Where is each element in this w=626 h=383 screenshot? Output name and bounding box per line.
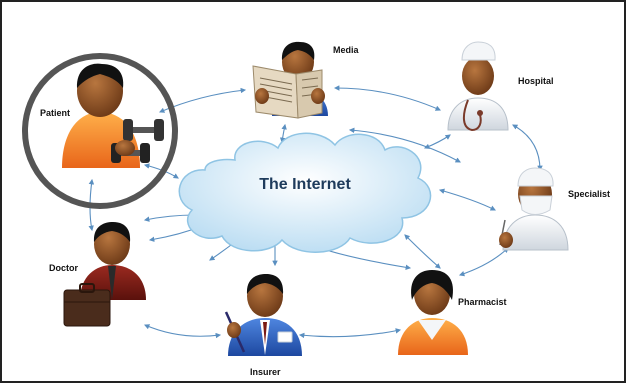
arrow-cloud-pharmacist bbox=[404, 234, 441, 269]
doctor-label: Doctor bbox=[49, 263, 78, 273]
insurer-figure bbox=[224, 274, 302, 356]
insurer-label: Insurer bbox=[250, 367, 281, 377]
patient-highlight-ring bbox=[22, 53, 178, 209]
cloud-label: The Internet bbox=[259, 176, 351, 193]
arrow-cloud-hospital bbox=[423, 134, 451, 149]
patient-label: Patient bbox=[40, 108, 71, 118]
arrow-patient-media bbox=[158, 87, 247, 113]
arrow-cloud-hospital-top bbox=[348, 127, 461, 163]
hospital-figure bbox=[447, 41, 509, 132]
surgical-mask-icon bbox=[519, 195, 553, 215]
specialist-label: Specialist bbox=[568, 189, 611, 199]
arrow-insurer-doctor bbox=[143, 324, 222, 339]
stethoscope-icon bbox=[462, 99, 483, 132]
arrow-media-hospital bbox=[333, 85, 442, 111]
doctor-figure bbox=[63, 222, 146, 327]
media-figure bbox=[252, 41, 328, 119]
arrow-cloud-specialist bbox=[438, 188, 496, 211]
pharmacist-label: Pharmacist bbox=[458, 297, 507, 307]
arrow-specialist-pharmacist bbox=[458, 247, 509, 277]
hospital-label: Hospital bbox=[518, 76, 554, 86]
internet-cloud bbox=[178, 132, 432, 253]
pharmacist-figure bbox=[398, 270, 468, 355]
specialist-figure bbox=[499, 167, 569, 251]
badge-icon bbox=[277, 331, 293, 343]
arrow-hospital-specialist bbox=[512, 124, 543, 172]
frame-left-border bbox=[0, 0, 2, 383]
media-label: Media bbox=[333, 45, 359, 55]
arrow-pharmacist-insurer bbox=[298, 328, 402, 339]
frame-top-border bbox=[0, 0, 626, 2]
frame-right-border bbox=[624, 0, 626, 383]
frame-bottom-border bbox=[0, 381, 626, 383]
patient-figure bbox=[62, 63, 164, 168]
briefcase-icon bbox=[63, 283, 111, 327]
